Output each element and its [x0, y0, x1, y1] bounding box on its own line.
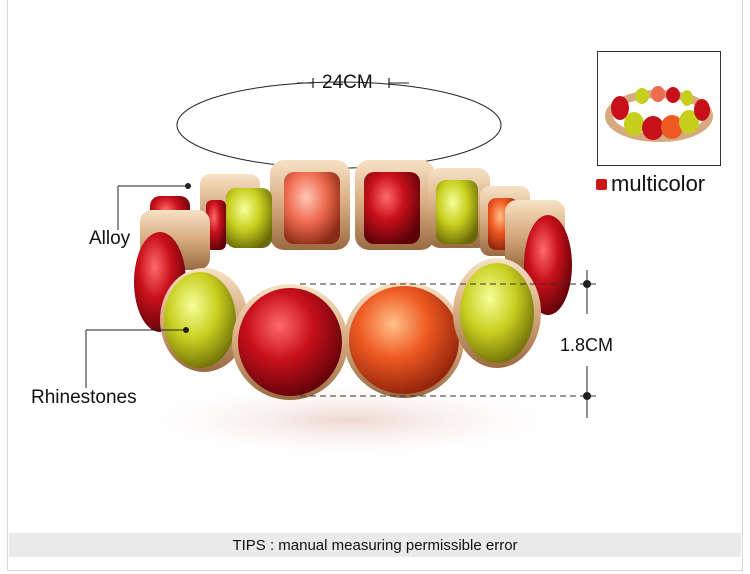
- bracelet-front-row: [160, 258, 541, 400]
- image-frame: [7, 0, 743, 571]
- color-swatch: [596, 178, 607, 190]
- rhinestones-label: Rhinestones: [31, 387, 137, 408]
- color-thumbnail[interactable]: [597, 51, 721, 166]
- color-option-label: multicolor: [611, 171, 706, 196]
- circumference-ellipse: [176, 81, 502, 169]
- circumference-label: 24CM: [322, 72, 373, 93]
- height-label: 1.8CM: [560, 335, 614, 355]
- color-option[interactable]: multicolor: [596, 173, 705, 195]
- tips-bar: TIPS : manual measuring permissible erro…: [9, 533, 741, 557]
- bracelet-thumbnail-icon: [605, 86, 713, 142]
- tips-text: TIPS : manual measuring permissible erro…: [232, 536, 518, 554]
- alloy-label: Alloy: [89, 228, 131, 249]
